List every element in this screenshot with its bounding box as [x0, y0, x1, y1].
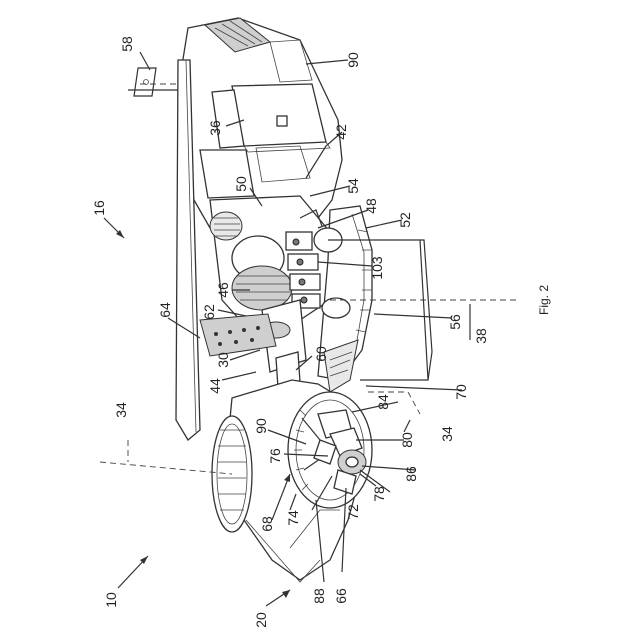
numeral-76: 76	[267, 448, 283, 464]
numeral-34-right: 34	[439, 426, 455, 442]
numeral-88: 90	[253, 418, 269, 434]
numeral-38: 38	[473, 328, 489, 344]
numeral-90-bottom: 88	[311, 588, 327, 604]
rotor-hub	[212, 380, 372, 582]
numeral-52: 52	[397, 212, 413, 228]
numeral-50: 50	[233, 176, 249, 192]
numeral-48: 48	[363, 198, 379, 214]
numeral-80: 80	[399, 432, 415, 448]
numeral-68: 66	[333, 588, 349, 604]
numeral-62: 62	[201, 304, 217, 320]
sensor-bracket	[128, 68, 178, 96]
numeral-44: 44	[207, 378, 223, 394]
numeral-70: 70	[453, 384, 469, 400]
numeral-fig-caption: Fig. 2	[537, 285, 551, 315]
numeral-16: 16	[91, 200, 107, 216]
numeral-56: 56	[447, 314, 463, 330]
numeral-46: 46	[215, 282, 231, 298]
numeral-90-top: 90	[345, 52, 361, 68]
numeral-64: 64	[157, 302, 173, 318]
numeral-103: 103	[369, 256, 385, 280]
numeral-78: 78	[371, 486, 387, 502]
numeral-74: 74	[285, 510, 301, 526]
numeral-72: 72	[345, 504, 361, 520]
numeral-66: 68	[259, 516, 275, 532]
numeral-36: 36	[207, 120, 223, 136]
numeral-42: 42	[333, 124, 349, 140]
numeral-86: 86	[403, 466, 419, 482]
numeral-20: 20	[253, 612, 269, 628]
numeral-58: 58	[119, 36, 135, 52]
numeral-10: 10	[103, 592, 119, 608]
numeral-84: 84	[375, 394, 391, 410]
numeral-60: 60	[313, 346, 329, 362]
numeral-30: 30	[215, 352, 231, 368]
numeral-54: 54	[345, 178, 361, 194]
numeral-34-left: 34	[113, 402, 129, 418]
